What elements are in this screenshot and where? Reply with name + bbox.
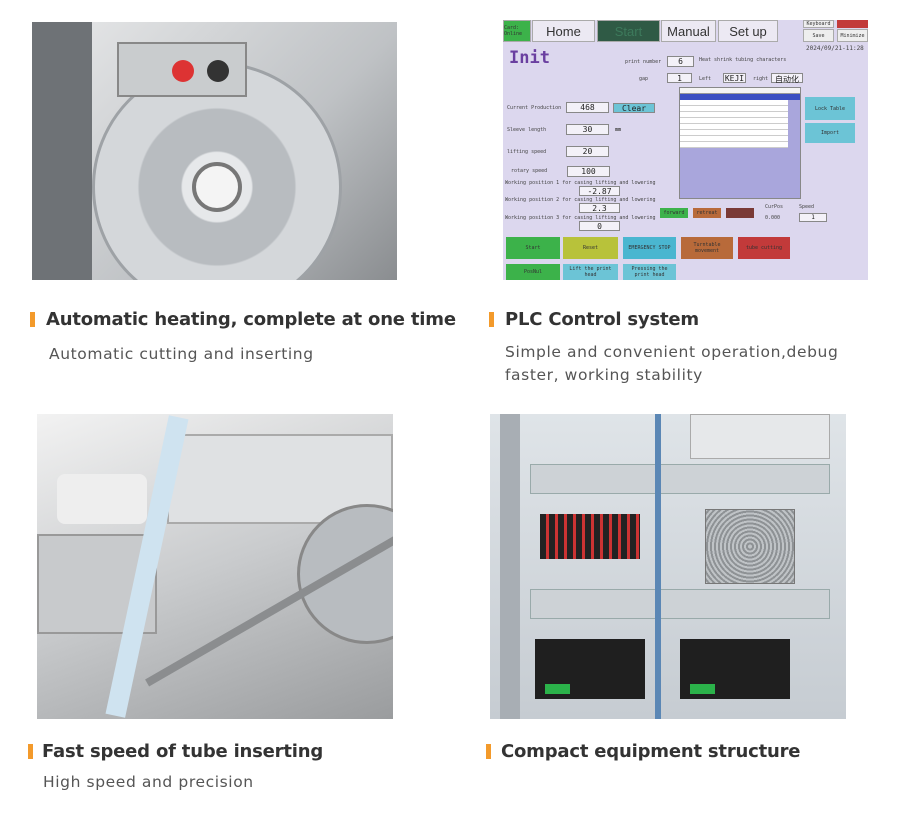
plc-label: rotary speed	[511, 168, 548, 174]
plc-turntable: Turntable movement	[681, 237, 733, 259]
plc-value: 30	[566, 124, 609, 135]
plc-label: Working position 2 for casing lifting an…	[505, 197, 656, 203]
plc-value: 2.3	[579, 203, 620, 213]
plc-posnul: PosNul	[506, 264, 560, 280]
plc-label: gap	[639, 76, 649, 82]
plc-tube-cutting: tube cutting	[738, 237, 790, 259]
plc-value: 6	[667, 56, 694, 67]
plc-tab-start: Start	[597, 20, 660, 42]
control-cabinet-photo	[490, 414, 846, 719]
plc-label: Current Production	[507, 105, 562, 111]
tube-inserting-photo	[37, 414, 393, 719]
accent-marker	[28, 744, 33, 759]
plc-value: 468	[566, 102, 609, 113]
plc-emergency-stop: EMERGENCY STOP	[623, 237, 676, 259]
plc-import: Import	[805, 123, 855, 143]
plc-label: Left	[699, 76, 712, 82]
feature-title: Fast speed of tube inserting	[42, 741, 324, 762]
feature-title: Compact equipment structure	[501, 741, 801, 762]
plc-value: KEJI	[723, 73, 746, 83]
plc-tab-home: Home	[532, 20, 595, 42]
plc-forward: forward	[660, 208, 688, 218]
plc-screen-photo: Card: Online Home Start Manual Set up Ke…	[503, 20, 868, 280]
feature-subtitle: Automatic cutting and inserting	[49, 345, 314, 363]
plc-datetime: 2024/09/21-11:28	[806, 45, 864, 52]
plc-table	[679, 87, 801, 199]
plc-keyboard: Keyboard	[803, 20, 834, 28]
plc-lock-table: Lock Table	[805, 97, 855, 120]
plc-value: 1	[667, 73, 692, 83]
plc-label: Working position 3 for casing lifting an…	[505, 215, 656, 221]
plc-label: Speed	[799, 204, 815, 210]
feature-subtitle: High speed and precision	[43, 773, 254, 791]
plc-value: 0	[579, 221, 620, 231]
feature-subtitle: faster, working stability	[505, 366, 703, 384]
plc-reset: Reset	[563, 237, 618, 259]
plc-value: 100	[567, 166, 610, 177]
plc-label: Sleeve length	[507, 127, 547, 133]
feature-title: PLC Control system	[505, 309, 699, 330]
plc-label: print number	[625, 59, 662, 65]
plc-label: Working position 1 for casing lifting an…	[505, 180, 656, 186]
feature-subtitle: Simple and convenient operation,debug	[505, 343, 839, 361]
plc-title: Init	[509, 48, 550, 68]
accent-marker	[486, 744, 491, 759]
feature-title: Automatic heating, complete at one time	[46, 309, 456, 330]
plc-label: lifting speed	[507, 149, 547, 155]
plc-tab-setup: Set up	[718, 20, 778, 42]
plc-lift-head: Lift the print head	[563, 264, 618, 280]
heating-wheel-photo	[32, 22, 397, 280]
plc-save: Save	[803, 29, 834, 42]
plc-start: Start	[506, 237, 560, 259]
plc-clear: Clear	[613, 103, 655, 113]
plc-label: mm	[615, 127, 622, 133]
plc-minimize: Minimize	[837, 29, 868, 42]
accent-marker	[489, 312, 494, 327]
plc-value: 自动化	[771, 73, 803, 84]
plc-press-head: Pressing the print head	[623, 264, 676, 280]
plc-value: -2.87	[579, 186, 620, 196]
plc-label: Heat shrink tubing characters	[699, 57, 787, 63]
plc-tab-manual: Manual	[661, 20, 716, 42]
plc-value: 20	[566, 146, 609, 157]
accent-marker	[30, 312, 35, 327]
plc-retreat: retreat	[693, 208, 721, 218]
plc-value: 1	[799, 213, 827, 222]
plc-value: 0.000	[765, 215, 781, 221]
plc-label: right	[753, 76, 769, 82]
plc-status: Card: Online	[503, 20, 531, 42]
plc-label: CurPos	[765, 204, 784, 210]
